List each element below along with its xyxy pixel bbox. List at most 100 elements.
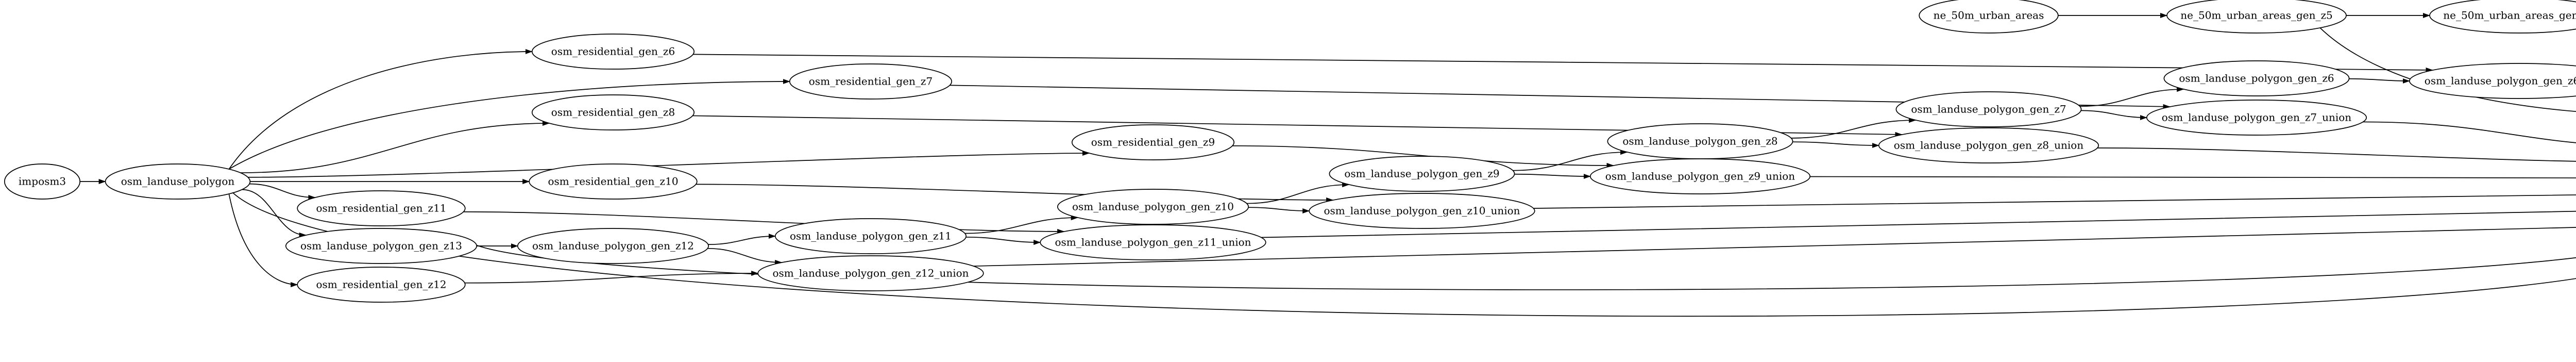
node-ne_50m_urban_areas_gen_z5: ne_50m_urban_areas_gen_z5 (2166, 0, 2347, 34)
node-label-osm_landuse_polygon_gen_z13: osm_landuse_polygon_gen_z13 (300, 240, 462, 252)
edge-osm_residential_gen_z11-to-osm_landuse_polygon_gen_z11_union (463, 211, 1065, 234)
node-label-osm_residential_gen_z6: osm_residential_gen_z6 (551, 45, 675, 58)
node-osm_landuse_polygon_gen_z6_union: osm_landuse_polygon_gen_z6_union (2409, 63, 2576, 99)
edge-osm_landuse_polygon_gen_z9-to-osm_landuse_polygon_gen_z8 (1513, 150, 1628, 171)
node-label-osm_landuse_polygon_gen_z10_union: osm_landuse_polygon_gen_z10_union (1324, 205, 1520, 217)
edge-osm_landuse_polygon_gen_z8-to-osm_landuse_polygon_gen_z8_union (1792, 141, 1879, 148)
node-ellipse-ne_50m_urban_areas_gen_z5 (2166, 0, 2347, 34)
node-ellipse-osm_landuse_polygon_gen_z11_union (1040, 224, 1266, 260)
node-label-osm_residential_gen_z10: osm_residential_gen_z10 (548, 175, 678, 188)
node-osm_residential_gen_z9: osm_residential_gen_z9 (1071, 124, 1235, 160)
node-label-osm_landuse_polygon_gen_z6_union: osm_landuse_polygon_gen_z6_union (2425, 75, 2576, 87)
node-osm_landuse_polygon_gen_z12_union: osm_landuse_polygon_gen_z12_union (757, 255, 984, 291)
node-ellipse-osm_landuse_polygon_gen_z7 (1895, 91, 2082, 127)
node-ellipse-osm_landuse_polygon_gen_z6 (2163, 60, 2350, 96)
edge-osm_landuse_polygon_gen_z10_union-to-layer_landuse-z10 (1533, 194, 2576, 209)
edge-osm_landuse_polygon_gen_z9-to-osm_landuse_polygon_gen_z9_union (1514, 173, 1591, 179)
edge-osm_landuse_polygon_gen_z8-to-osm_landuse_polygon_gen_z7 (1791, 118, 1917, 139)
edge-osm_landuse_polygon-to-osm_residential_gen_z9 (248, 151, 1090, 178)
edge-osm_residential_gen_z12-to-osm_landuse_polygon_gen_z12_union (465, 271, 759, 284)
edge-osm_landuse_polygon-to-osm_residential_gen_z8 (240, 121, 550, 173)
node-label-osm_landuse_polygon_gen_z7: osm_landuse_polygon_gen_z7 (1911, 103, 2066, 116)
node-ellipse-osm_landuse_polygon (105, 163, 251, 200)
node-ellipse-osm_residential_gen_z10 (529, 163, 698, 200)
edge-osm_landuse_polygon_gen_z7_union-to-layer_landuse-z7 (2363, 121, 2576, 143)
node-ellipse-osm_landuse_polygon_gen_z12 (517, 228, 709, 264)
node-osm_residential_gen_z12: osm_residential_gen_z12 (297, 267, 466, 303)
node-ellipse-osm_landuse_polygon_gen_z12_union (757, 255, 984, 291)
node-osm_landuse_polygon_gen_z9: osm_landuse_polygon_gen_z9 (1329, 156, 1515, 192)
node-osm_residential_gen_z10: osm_residential_gen_z10 (529, 163, 698, 200)
node-label-osm_landuse_polygon_gen_z10: osm_landuse_polygon_gen_z10 (1072, 201, 1234, 213)
node-label-osm_landuse_polygon_gen_z11: osm_landuse_polygon_gen_z11 (790, 230, 952, 242)
edge-osm_landuse_polygon-to-osm_residential_gen_z6 (228, 49, 533, 170)
node-ellipse-osm_residential_gen_z12 (297, 267, 466, 303)
node-ellipse-osm_landuse_polygon_gen_z9_union (1589, 158, 1811, 194)
node-label-osm_landuse_polygon_gen_z7_union: osm_landuse_polygon_gen_z7_union (2162, 111, 2351, 124)
node-ne_50m_urban_areas: ne_50m_urban_areas (1919, 0, 2059, 34)
node-osm_landuse_polygon_gen_z13: osm_landuse_polygon_gen_z13 (285, 228, 478, 264)
node-label-imposm3: imposm3 (19, 175, 66, 188)
edge-osm_landuse_polygon_gen_z9_union-to-layer_landuse-z9 (1810, 176, 2576, 179)
edge-osm_landuse_polygon_gen_z11-to-osm_landuse_polygon_gen_z10 (964, 215, 1078, 234)
edge-osm_landuse_polygon_gen_z8_union-to-layer_landuse-z8 (2097, 147, 2576, 162)
node-layer: imposm3 osm_landuse_polygon osm_residentia… (4, 0, 2576, 303)
node-label-osm_landuse_polygon_gen_z12: osm_landuse_polygon_gen_z12 (532, 240, 694, 252)
node-ellipse-osm_residential_gen_z7 (789, 63, 953, 100)
node-label-osm_landuse_polygon_gen_z8: osm_landuse_polygon_gen_z8 (1622, 135, 1777, 147)
node-label-osm_landuse_polygon: osm_landuse_polygon (121, 175, 235, 188)
node-ne_50m_urban_areas_gen_z4: ne_50m_urban_areas_gen_z4 (2429, 0, 2576, 34)
edge-osm_landuse_polygon-to-osm_residential_gen_z12 (228, 193, 298, 287)
node-ellipse-osm_landuse_polygon_gen_z8_union (1878, 127, 2099, 163)
node-ellipse-osm_residential_gen_z11 (297, 190, 466, 226)
node-ellipse-osm_landuse_polygon_gen_z9 (1329, 156, 1515, 192)
node-label-osm_landuse_polygon_gen_z9_union: osm_landuse_polygon_gen_z9_union (1605, 170, 1795, 183)
edge-osm_landuse_polygon-to-osm_residential_gen_z11 (249, 183, 316, 200)
node-ellipse-osm_residential_gen_z9 (1071, 124, 1235, 160)
edge-osm_landuse_polygon_gen_z6-to-osm_landuse_polygon_gen_z6_union (2349, 78, 2410, 84)
node-label-ne_50m_urban_areas_gen_z4: ne_50m_urban_areas_gen_z4 (2443, 9, 2576, 22)
node-ellipse-ne_50m_urban_areas (1919, 0, 2059, 34)
edge-osm_landuse_polygon_gen_z7-to-osm_landuse_polygon_gen_z6 (2079, 87, 2184, 107)
edge-osm_landuse_polygon_gen_z13-to-layer_landuse-z13 (476, 244, 2576, 290)
node-osm_landuse_polygon_gen_z10_union: osm_landuse_polygon_gen_z10_union (1309, 193, 1535, 229)
node-label-osm_landuse_polygon_gen_z12_union: osm_landuse_polygon_gen_z12_union (772, 267, 969, 279)
node-label-ne_50m_urban_areas_gen_z5: ne_50m_urban_areas_gen_z5 (2180, 9, 2332, 22)
node-label-osm_residential_gen_z7: osm_residential_gen_z7 (809, 75, 933, 88)
edge-osm_residential_gen_z6-to-osm_landuse_polygon_gen_z6_union (693, 54, 2433, 73)
node-ellipse-osm_landuse_polygon_gen_z7_union (2146, 100, 2367, 136)
edge-osm_landuse_polygon_gen_z10-to-osm_landuse_polygon_gen_z9 (1246, 182, 1350, 204)
node-label-osm_residential_gen_z8: osm_residential_gen_z8 (551, 106, 675, 119)
node-label-osm_landuse_polygon_gen_z9: osm_landuse_polygon_gen_z9 (1344, 168, 1499, 180)
node-ellipse-imposm3 (4, 163, 81, 200)
edge-osm_landuse_polygon-to-osm_landuse_polygon_gen_z13 (242, 189, 307, 238)
node-osm_landuse_polygon_gen_z7: osm_landuse_polygon_gen_z7 (1895, 91, 2082, 127)
node-ellipse-osm_residential_gen_z6 (531, 34, 695, 70)
edge-osm_landuse_polygon_gen_z7-to-osm_landuse_polygon_gen_z7_union (2081, 110, 2147, 120)
node-label-osm_landuse_polygon_gen_z11_union: osm_landuse_polygon_gen_z11_union (1055, 236, 1251, 249)
node-osm_residential_gen_z7: osm_residential_gen_z7 (789, 63, 953, 100)
node-osm_residential_gen_z6: osm_residential_gen_z6 (531, 34, 695, 70)
node-osm_landuse_polygon_gen_z11_union: osm_landuse_polygon_gen_z11_union (1040, 224, 1266, 260)
node-ellipse-osm_landuse_polygon_gen_z6_union (2409, 63, 2576, 99)
node-imposm3: imposm3 (4, 163, 81, 200)
edge-osm_landuse_polygon-to-osm_residential_gen_z7 (229, 79, 790, 170)
node-label-osm_residential_gen_z9: osm_residential_gen_z9 (1091, 136, 1215, 149)
node-osm_landuse_polygon: osm_landuse_polygon (105, 163, 251, 200)
edge-osm_landuse_polygon_gen_z12-to-osm_landuse_polygon_gen_z11 (708, 234, 776, 245)
edge-osm_residential_gen_z10-to-osm_landuse_polygon_gen_z10_union (696, 184, 1334, 203)
node-osm_landuse_polygon_gen_z9_union: osm_landuse_polygon_gen_z9_union (1589, 158, 1811, 194)
node-ellipse-osm_landuse_polygon_gen_z13 (285, 228, 478, 264)
node-label-ne_50m_urban_areas: ne_50m_urban_areas (1934, 9, 2044, 22)
node-label-osm_landuse_polygon_gen_z8_union: osm_landuse_polygon_gen_z8_union (1894, 139, 2083, 152)
node-ellipse-osm_landuse_polygon_gen_z11 (774, 218, 967, 254)
node-osm_landuse_polygon_gen_z10: osm_landuse_polygon_gen_z10 (1057, 189, 1249, 225)
node-ellipse-osm_landuse_polygon_gen_z10 (1057, 189, 1249, 225)
edge-osm_landuse_polygon_gen_z11-to-osm_landuse_polygon_gen_z11_union (965, 236, 1041, 245)
node-ellipse-osm_residential_gen_z8 (531, 94, 695, 130)
edge-osm_landuse_polygon_gen_z10-to-osm_landuse_polygon_gen_z10_union (1248, 207, 1310, 213)
edge-osm_residential_gen_z9-to-osm_landuse_polygon_gen_z9_union (1232, 145, 1614, 168)
edge-osm_landuse_polygon_gen_z12-to-osm_landuse_polygon_gen_z12_union (707, 248, 783, 265)
